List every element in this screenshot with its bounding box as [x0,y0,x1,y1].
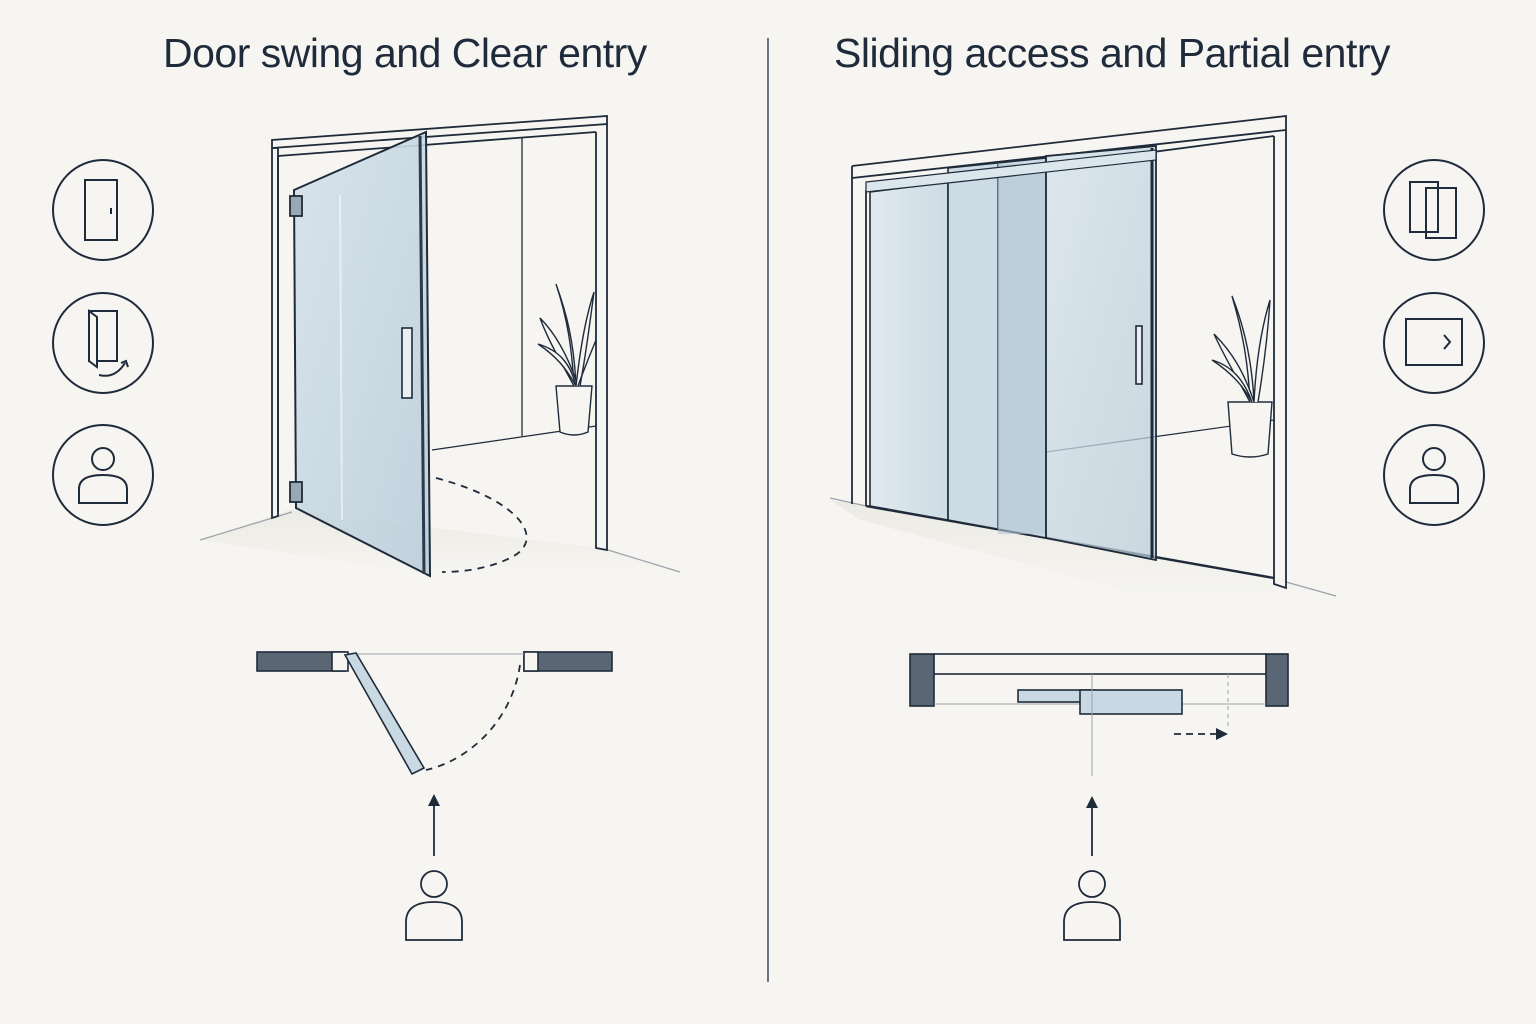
floor-line-right [607,549,681,573]
plant-right [1211,295,1273,458]
slide-plan-wall-left [909,653,935,707]
floor-line-left-2 [829,497,867,507]
slide-right-icon [1383,292,1485,394]
swing-door-edge [418,135,426,575]
door-highlight [339,194,343,521]
plan-door-leaf [343,652,426,776]
hinge-top [289,195,303,217]
door-frame-top-inner [277,131,597,157]
overlap-shade [998,164,1046,534]
plan-jamb-right [523,651,539,672]
slide-plan-wall-right [1265,653,1289,707]
hinge-bottom [289,481,303,503]
door-handle [401,327,413,399]
slide-plan-header [933,653,1267,675]
swing-arc [435,477,528,573]
sliding-plan-view [909,653,1289,941]
swing-plan-view [256,651,613,941]
floor-shade-left [200,510,680,575]
floor-shade-right [830,500,1336,600]
person-icon-right-plan [1063,870,1121,941]
slide-direction-arrowhead [1216,728,1228,740]
door-frame-top [271,115,608,149]
entry-arrowhead-right [1086,796,1098,808]
swing-door-glass [292,130,432,578]
door-frame-right [595,124,608,552]
person-icon-left-plan [405,870,463,941]
slide-frame-right [1273,130,1287,590]
left-panel-title: Door swing and Clear entry [163,30,647,76]
fixed-glass-panel [869,181,949,521]
top-rail [865,149,1157,193]
sliding-door-illustration [829,114,1337,600]
sliding-glass-panel-2 [1045,145,1157,562]
sliding-panels-icon [1383,159,1485,261]
person-icon [52,424,154,526]
entry-arrowhead-left [428,794,440,806]
right-panel-title: Sliding access and Partial entry [834,30,1391,76]
plan-swing-arc [425,664,521,771]
floor-line-right-2 [1285,581,1337,597]
door-swing-icon [52,292,154,394]
person-icon-right [1383,424,1485,526]
slide-plan-panel-b [1079,689,1183,715]
sliding-handle [1135,325,1143,385]
plant-left [537,283,597,436]
swing-door-illustration [199,115,681,578]
door-icon [52,159,154,261]
